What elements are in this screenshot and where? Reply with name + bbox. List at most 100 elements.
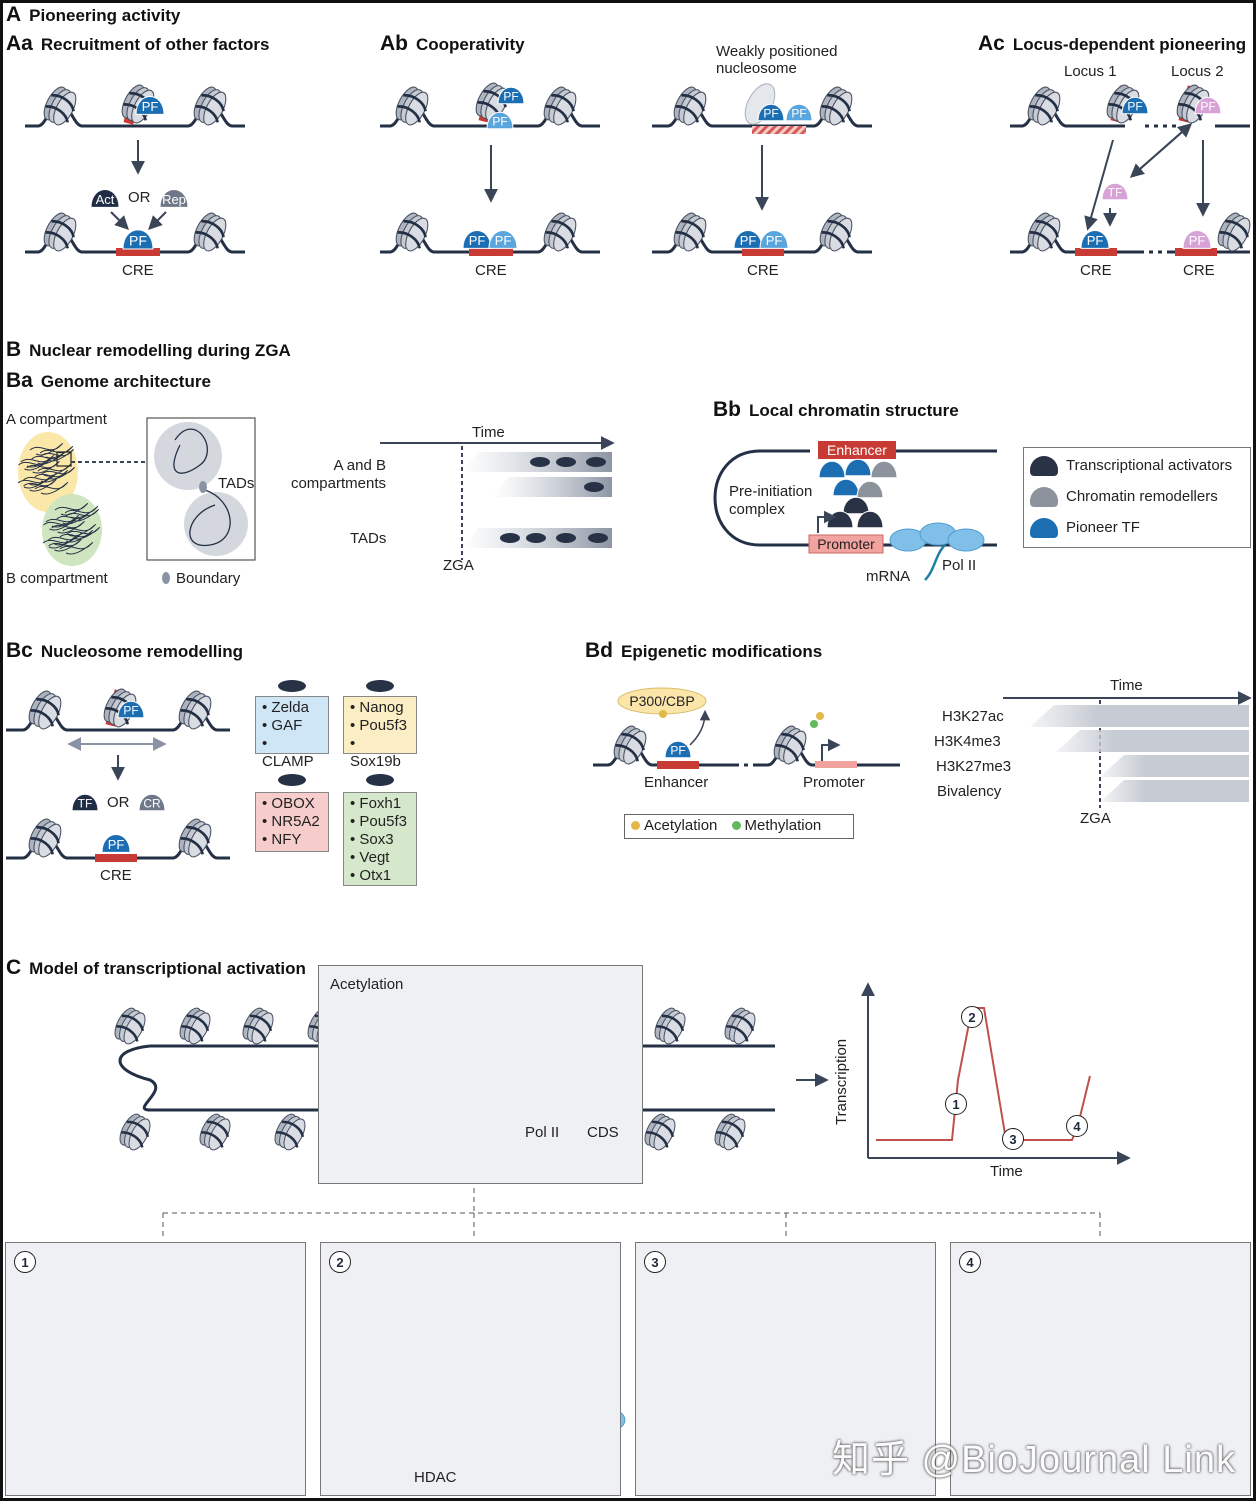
ab-pf-light-label: PF (492, 115, 507, 129)
nucleosome-part (731, 1014, 755, 1032)
acetyl-dot-2 (816, 712, 824, 720)
bb-loop (713, 449, 810, 547)
nucleosome (1027, 212, 1061, 252)
bd-zga-label: ZGA (1080, 810, 1111, 827)
factor-item: • Vegt (350, 849, 390, 866)
weak-nucleosome (744, 83, 776, 125)
nucleosome-part (721, 1120, 745, 1138)
chromatin-squiggle-a (34, 470, 68, 483)
p300-text: P300/CBP (629, 693, 694, 709)
step2-panel (320, 1242, 621, 1496)
c-xlabel: Time (990, 1163, 1023, 1180)
c-main-box (318, 965, 643, 1184)
panel-bb-title: Local chromatin structure (749, 401, 959, 420)
bd-curve-arrow (689, 709, 711, 746)
mark-h3k27ac: H3K27ac (942, 708, 1004, 725)
legend-label: Chromatin remodellers (1066, 487, 1218, 505)
nucleosome-part (683, 217, 707, 252)
ac-pf-locus2 (1194, 96, 1222, 115)
bb-legend-item: Chromatin remodellers (1030, 481, 1244, 512)
nucleosome-part (405, 217, 429, 252)
nucleosome-part (653, 1118, 676, 1151)
nucleosome-part (281, 1120, 305, 1138)
curve-point-3: 3 (1002, 1128, 1024, 1150)
nucleosome-part (675, 105, 699, 123)
repressor-rep (159, 189, 189, 208)
curve-point-1: 1 (945, 1093, 967, 1115)
c-nucleosome-bottom (119, 1113, 151, 1151)
ac-tf-protein-label: TF (1108, 186, 1123, 200)
bb-complex-protein (856, 510, 884, 529)
organism-silhouette-icon (588, 533, 608, 543)
step1-badge: 1 (14, 1251, 36, 1273)
nucleosome (543, 86, 577, 126)
panel-ab-letter: Ab (380, 32, 408, 55)
factor-item: • Pou5f3 (350, 717, 407, 734)
nucleosome-part (38, 695, 62, 730)
cre-label-ac1: CRE (1080, 262, 1112, 279)
cre-label-ac2: CRE (1183, 262, 1215, 279)
panel-bc-letter: Bc (6, 639, 33, 662)
nucleosome-part (781, 732, 805, 751)
ac-tf-protein (1101, 182, 1129, 201)
nucleosome-part (821, 231, 845, 249)
c-nucleosome-top (179, 1007, 211, 1045)
chromatin-squiggle-a (18, 458, 52, 471)
bd-promoter-bar (815, 761, 857, 768)
transcription-curve (876, 1007, 1091, 1141)
nucleosome-part (783, 730, 807, 765)
nucleosome-part (829, 217, 853, 252)
chromatin-squiggle-b (65, 509, 99, 522)
step1-panel (5, 1242, 306, 1496)
nucleosome-part (1225, 219, 1249, 238)
aa-act-arrow (110, 211, 129, 230)
aa-pf-bottom-label: PF (129, 232, 147, 248)
nucleosome-part (553, 217, 577, 252)
step4-badge: 4 (959, 1251, 981, 1273)
ac-locus1-arrow (1084, 139, 1114, 231)
nucleosome-part (201, 1131, 224, 1148)
methyl-dot (810, 720, 818, 728)
nucleosome-part (1227, 217, 1251, 252)
ab2-pf-1-label: PF (763, 107, 778, 121)
ba-time-label: Time (472, 424, 505, 441)
watermark: 知乎 @BioJournal Link (832, 1439, 1236, 1481)
fly-factors: • Zelda• GAF• CLAMP (255, 696, 329, 770)
nucleosome-part (827, 219, 851, 238)
ab-compartments-label: A and B compartments (290, 457, 386, 492)
aa-rep-arrow (148, 211, 167, 230)
nucleosome-part (123, 1012, 146, 1045)
bc-cr-label: CR (143, 797, 161, 811)
nucleosome (43, 212, 77, 252)
nucleosome-part (1029, 231, 1053, 249)
nucleosome-part (646, 1131, 669, 1148)
nucleosome-part (116, 1025, 139, 1042)
repressor-rep-label: Rep (162, 192, 186, 207)
ac-pf-bottom-1 (1080, 230, 1110, 249)
ba-tads-row-label: TADs (350, 530, 387, 547)
step2-badge: 2 (329, 1251, 351, 1273)
nucleosome-part (30, 709, 54, 727)
factor-item: • Sox19b (350, 735, 401, 770)
c-pol-label: Pol II (525, 1124, 560, 1141)
panel-aa-title: Recruitment of other factors (40, 35, 270, 54)
frog-factors: • Foxh1• Pou5f3• Sox3• Vegt• Otx1 (343, 792, 417, 886)
ab2-pf-2 (785, 103, 813, 122)
nucleosome-part (545, 231, 569, 249)
mark-bar-0 (1030, 705, 1249, 727)
mark-bivalency: Bivalency (937, 783, 1002, 800)
c-ylabel: Transcription (833, 1038, 850, 1125)
chromatin-squiggle-a (17, 476, 51, 489)
nucleosome-part (821, 105, 845, 123)
c-loop (118, 1044, 158, 1112)
a-compartment-label: A compartment (6, 411, 107, 428)
nucleosome (1027, 86, 1061, 126)
bd-tss-arrow (821, 738, 841, 761)
factor-item: • Foxh1 (350, 795, 402, 812)
or-label-aa: OR (128, 189, 151, 206)
nucleosome-part (30, 837, 54, 855)
hdac-label: HDAC (414, 1469, 457, 1486)
nucleosome-part (195, 105, 219, 123)
c-nucleosome-top (242, 1007, 274, 1045)
